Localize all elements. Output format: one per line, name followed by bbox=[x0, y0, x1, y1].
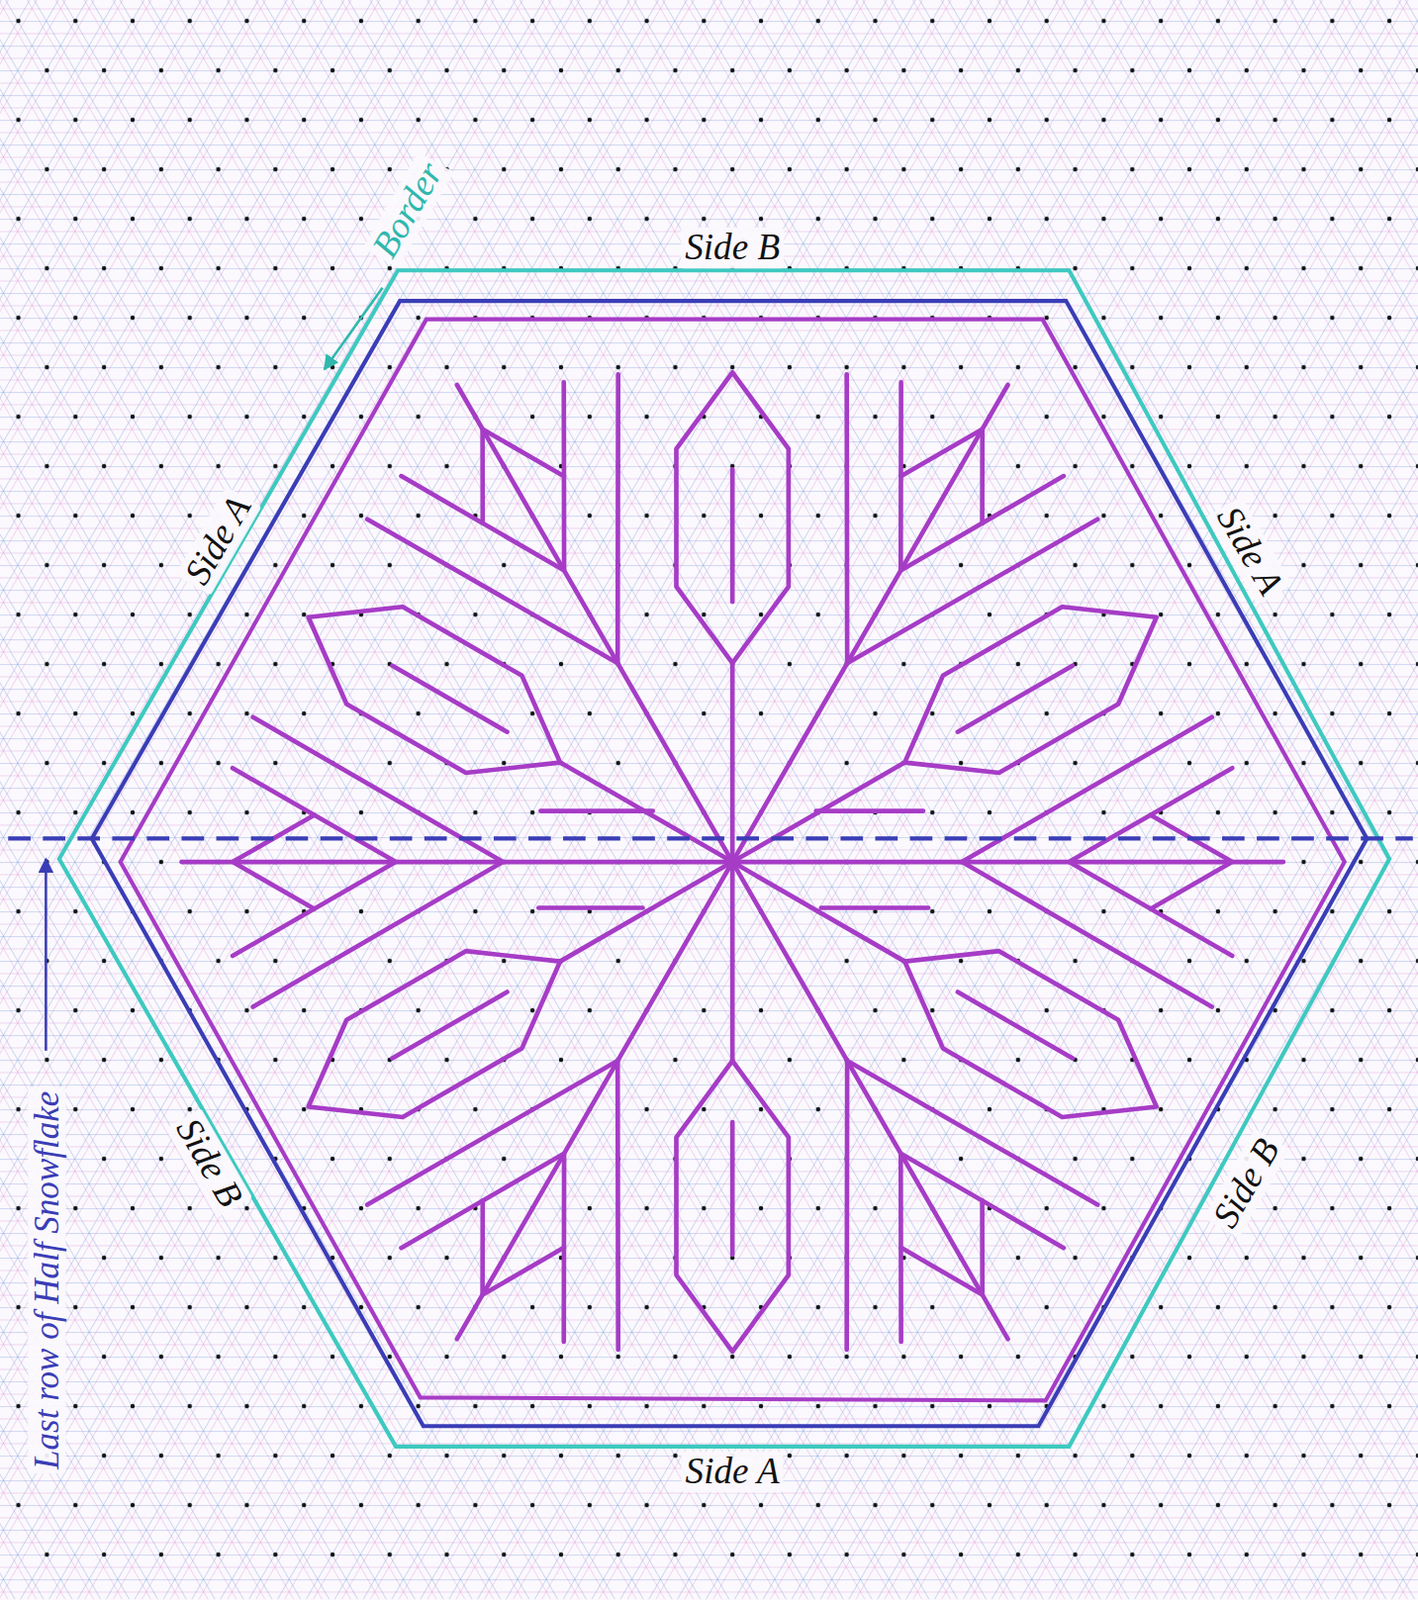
pattern-part bbox=[704, 813, 1185, 1156]
pattern-part bbox=[331, 789, 858, 1412]
pattern-part bbox=[331, 312, 858, 935]
pattern-part bbox=[606, 312, 1134, 935]
pattern-part bbox=[280, 813, 760, 1156]
pattern-part bbox=[540, 808, 653, 814]
border-hexagon bbox=[59, 270, 1390, 1447]
pattern-part bbox=[675, 861, 788, 1352]
border-arrow bbox=[324, 287, 383, 370]
pattern-part bbox=[538, 811, 929, 909]
pattern-part bbox=[538, 905, 643, 911]
pattern-part bbox=[675, 372, 788, 862]
last-row-label: Last row of Half Snowflake bbox=[27, 1086, 67, 1474]
pattern-part bbox=[732, 717, 1284, 1008]
pattern-part bbox=[821, 905, 929, 911]
snowflake bbox=[182, 312, 1284, 1413]
pattern-part bbox=[280, 568, 760, 912]
side-label: Side A bbox=[680, 1451, 783, 1493]
outer-hexagon bbox=[92, 300, 1368, 1426]
inner-hexagon bbox=[120, 319, 1345, 1402]
pattern-part bbox=[704, 568, 1185, 912]
side-label: Side B bbox=[680, 227, 784, 269]
half-line bbox=[7, 836, 1414, 841]
pattern-part bbox=[606, 789, 1134, 1412]
pattern-part bbox=[182, 717, 734, 1008]
pattern-part bbox=[816, 808, 924, 814]
last-row-arrow bbox=[44, 858, 48, 1051]
